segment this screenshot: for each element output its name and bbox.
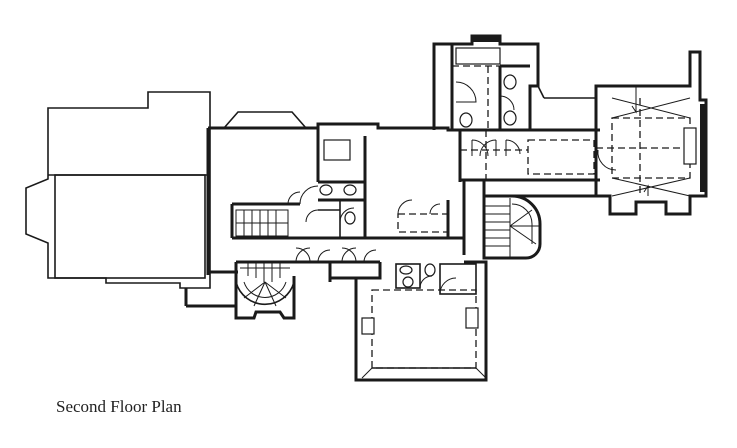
east-bedroom	[594, 50, 708, 216]
southwest-stair	[184, 262, 296, 320]
sink-icon	[319, 184, 333, 196]
bathtub-icon	[455, 47, 501, 65]
main-rooms	[287, 139, 450, 238]
door-swing-icon	[455, 81, 477, 103]
door-swing-icon	[299, 185, 319, 205]
north-tower	[432, 34, 597, 130]
central-block-walls	[206, 111, 466, 275]
toilet-icon	[503, 110, 517, 126]
toilet-icon	[424, 263, 436, 277]
sink-icon	[399, 265, 413, 275]
toilet-icon	[344, 211, 356, 225]
toilet-icon	[402, 276, 414, 288]
gallery-corridor	[460, 128, 600, 198]
toilet-icon	[343, 184, 357, 196]
plan-caption: Second Floor Plan	[56, 397, 182, 416]
stair-icon	[235, 209, 289, 237]
east-stair	[482, 194, 542, 260]
door-swing-icon	[471, 139, 489, 157]
door-swing-icon	[597, 149, 617, 171]
fireplace-icon	[683, 127, 697, 165]
south-wing	[354, 260, 488, 382]
bathtub-icon	[323, 139, 351, 161]
toilet-icon	[459, 112, 473, 128]
west-roof-wing	[25, 91, 211, 289]
door-swing-icon	[295, 247, 311, 263]
toilet-icon	[503, 74, 517, 90]
